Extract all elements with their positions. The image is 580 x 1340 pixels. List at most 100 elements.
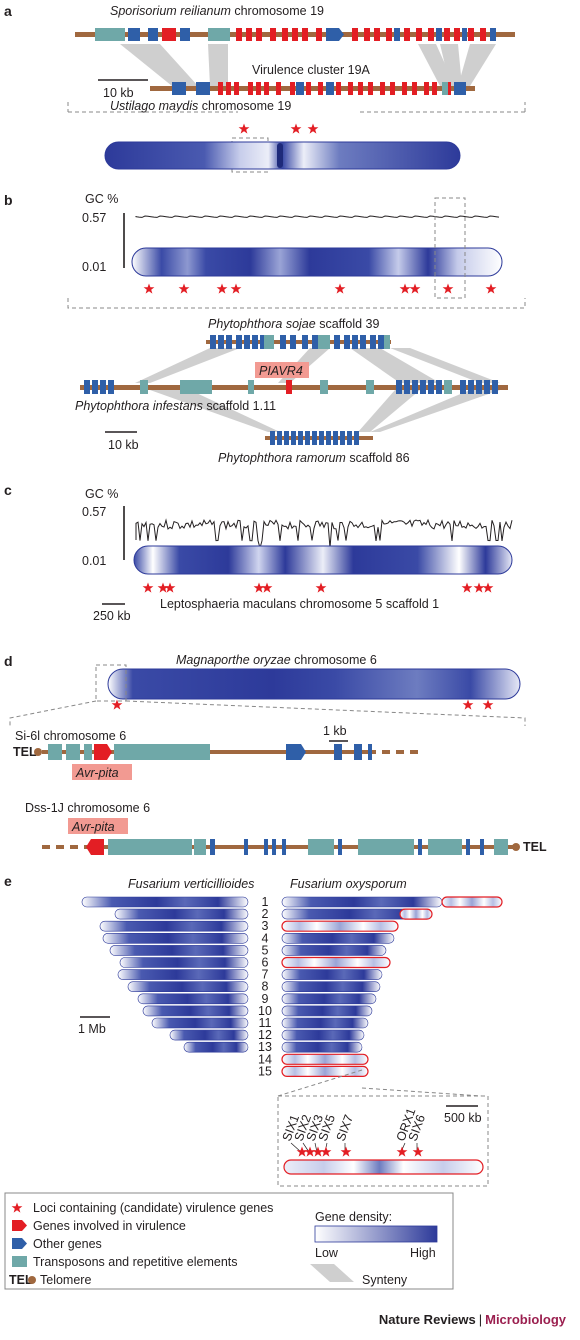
- star-icon: [290, 123, 302, 134]
- other-gene: [352, 335, 358, 349]
- repeat-element: [248, 380, 254, 394]
- virulence-gene: [282, 28, 288, 41]
- svg-text:10 kb: 10 kb: [103, 86, 134, 100]
- oxysporum-chromosomes: [281, 896, 503, 1078]
- chromosome-bar: [117, 969, 249, 980]
- other-gene: [180, 28, 190, 41]
- infestans-title: Phytophthora infestans scaffold 1.11: [75, 399, 276, 413]
- other-gene: [252, 335, 258, 349]
- other-gene: [286, 744, 306, 760]
- virulence-gene: [468, 28, 474, 41]
- si6l-title: Si-6l chromosome 6: [15, 729, 126, 743]
- dss-title: Dss-1J chromosome 6: [25, 801, 150, 815]
- repeat-element: [84, 744, 92, 760]
- zoom-lines-d: [9, 700, 526, 726]
- svg-text:Avr-pita: Avr-pita: [75, 766, 119, 780]
- repeat-element: [66, 744, 80, 760]
- virulence-gene: [352, 28, 358, 41]
- chromosome-bar: [281, 932, 395, 944]
- journal-section: Microbiology: [485, 1312, 566, 1327]
- other-gene: [128, 28, 140, 41]
- other-gene: [338, 839, 342, 855]
- other-gene: [218, 335, 224, 349]
- other-gene: [404, 380, 410, 394]
- other-gene: [480, 839, 484, 855]
- gc-max-b: 0.57: [82, 211, 106, 225]
- chromosome-bar: [109, 945, 249, 956]
- chromosome-bar: [281, 969, 383, 980]
- star-icon: [307, 123, 319, 134]
- gc-line-c: [135, 518, 513, 550]
- other-gene: [460, 380, 466, 394]
- chromosome-bar: [99, 920, 249, 932]
- chromosome-bar: [281, 1041, 363, 1053]
- virulence-gene: [404, 28, 410, 41]
- star-icon: [178, 283, 190, 294]
- other-gene: [378, 335, 384, 349]
- repeat-element: [494, 839, 508, 855]
- star-icon: [473, 582, 485, 593]
- other-gene: [454, 82, 466, 95]
- other-gene: [172, 82, 186, 95]
- legend-density-title: Gene density:: [315, 1210, 392, 1224]
- density-gradient: [314, 1225, 438, 1243]
- other-gene: [108, 380, 114, 394]
- chromosome-bar: [281, 920, 399, 932]
- virulence-gene: [246, 28, 252, 41]
- repeat-element: [264, 335, 274, 349]
- virulence-gene: [94, 744, 112, 760]
- gc-min-c: 0.01: [82, 554, 106, 568]
- leptosphaeria-title: Leptosphaeria maculans chromosome 5 scaf…: [160, 597, 439, 611]
- other-gene: [264, 839, 268, 855]
- gc-label-b: GC %: [85, 192, 118, 206]
- virulence-gene: [264, 82, 269, 95]
- chromosome-bar: [137, 993, 249, 1005]
- star-icon: [261, 582, 273, 593]
- legend-low: Low: [315, 1246, 339, 1260]
- chromosome-bar: [281, 956, 391, 969]
- synteny-icon: [310, 1264, 354, 1282]
- repeat-element: [140, 380, 148, 394]
- journal-name: Nature Reviews: [378, 1312, 476, 1327]
- star-group-b: [143, 283, 497, 294]
- journal-separator: |: [478, 1312, 483, 1327]
- gene-label-avr-pita-1: Avr-pita: [72, 764, 132, 780]
- magnaporthe-title: Magnaporthe oryzae chromosome 6: [176, 653, 377, 667]
- gene-label-avr-pita-2: Avr-pita: [68, 818, 128, 834]
- chromosome-bar: [281, 1029, 365, 1041]
- chromosome-bar: [281, 896, 443, 908]
- telomere-icon: [28, 1276, 36, 1284]
- other-gene: [418, 839, 422, 855]
- chromosome-bar: [127, 981, 249, 993]
- virulence-gene: [428, 28, 434, 41]
- virulence-gene: [358, 82, 363, 95]
- other-gene: [210, 839, 215, 855]
- virulence-gene: [416, 28, 422, 41]
- repeat-element: [114, 744, 210, 760]
- chromosome-number: 6: [262, 956, 269, 970]
- sojae-chromosome: [131, 247, 503, 277]
- virulence-gene: [480, 28, 486, 41]
- gc-max-c: 0.57: [82, 505, 106, 519]
- virulence-gene: [424, 82, 429, 95]
- oxysporum-title: Fusarium oxysporum: [290, 877, 407, 891]
- chromosome-bar: [281, 945, 387, 956]
- repeat-element: [95, 28, 125, 41]
- star-icon: [296, 1146, 308, 1157]
- ustilago-track: [150, 82, 475, 95]
- star-icon: [399, 283, 411, 294]
- other-gene: [290, 335, 296, 349]
- virulence-gene: [336, 82, 341, 95]
- chromosome-bar: [281, 993, 377, 1005]
- other-gene: [436, 28, 442, 41]
- repeat-element: [320, 380, 328, 394]
- chromosome-bar: [281, 1017, 369, 1029]
- virulence-gene: [256, 82, 261, 95]
- star-icon: [230, 283, 242, 294]
- chromosome-number: 5: [262, 943, 269, 957]
- virulence-gene: [386, 28, 392, 41]
- other-gene: [319, 431, 324, 445]
- other-gene: [466, 839, 470, 855]
- chromosome-bar: [114, 908, 249, 920]
- virulence-gene: [444, 28, 450, 41]
